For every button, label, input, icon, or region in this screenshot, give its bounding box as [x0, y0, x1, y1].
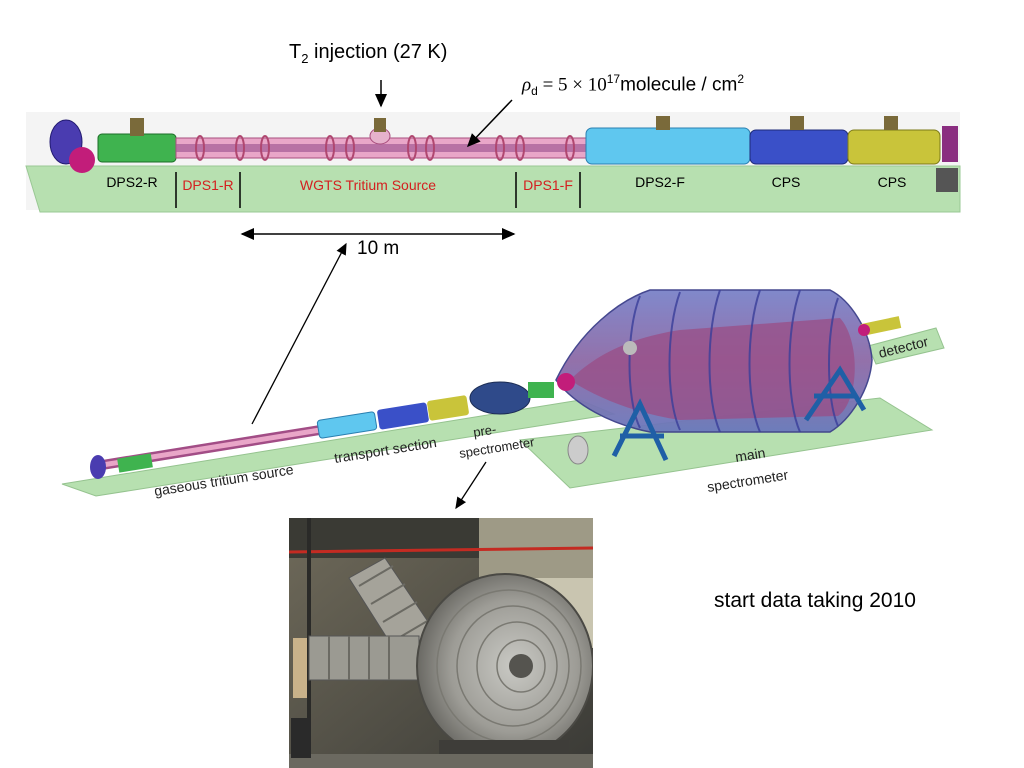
section-label: DPS2-R [106, 174, 157, 190]
tank-entrance-flange [557, 373, 575, 391]
pre-spectrometer-photo [289, 518, 593, 768]
detector-platform [867, 327, 945, 365]
transport-blue [377, 402, 429, 430]
section-label: DPS1-R [182, 177, 233, 193]
beamline-top: DPS2-R DPS1-R WGTS Tritium Source DPS1-F… [25, 112, 961, 213]
cps-blue-valve [790, 116, 804, 130]
start-data-taking-text: start data taking 2010 [714, 589, 916, 612]
pre-label-2: spectrometer [458, 434, 536, 461]
detector-flange [858, 324, 870, 336]
source-dps [117, 453, 153, 473]
section-label: CPS [772, 174, 801, 190]
tank-port [623, 341, 637, 355]
pre-spectrometer [469, 381, 531, 415]
cps-yellow-section [847, 129, 941, 165]
right-pump [936, 168, 958, 192]
density-formula: ρd = 5 × 1017molecule / cm2 [522, 72, 744, 99]
injection-valve [374, 118, 386, 132]
dps2-r-valve [130, 118, 144, 136]
source-end-pump [90, 455, 106, 479]
main-label-2: spectrometer [706, 466, 790, 495]
photo-drawing [289, 518, 593, 768]
section-label: CPS [878, 174, 907, 190]
left-flange [69, 147, 95, 173]
wgts-rings [195, 135, 575, 161]
dps2-f-valve [656, 116, 670, 130]
t2-injection-label: T2 injection (27 K) [289, 41, 448, 66]
beamline-platform [25, 165, 961, 213]
section-label: DPS1-F [523, 177, 573, 193]
density-arrow [466, 99, 513, 148]
section-label: WGTS Tritium Source [300, 177, 436, 193]
dps2-f-section [585, 127, 751, 165]
zoom-arrow [251, 242, 347, 425]
overview-drawing: gaseous tritium source transport section… [61, 289, 945, 499]
cps-blue-section [749, 129, 849, 165]
scale-label: 10 m [357, 238, 400, 259]
photo-arrow [455, 461, 487, 510]
section-label: DPS2-F [635, 174, 685, 190]
section-separators [175, 172, 581, 208]
main-spectrometer-inner [570, 318, 855, 420]
transport-yellow [427, 395, 469, 421]
wgts-core [176, 144, 586, 152]
tank-supports [611, 365, 867, 462]
cps-yellow-valve [884, 116, 898, 130]
dps2-r-section [97, 133, 177, 163]
main-label: main [734, 444, 766, 465]
right-flange [942, 126, 958, 162]
pre-label: pre- [472, 422, 497, 440]
transport-cyan [316, 411, 378, 439]
tank-pump [567, 435, 589, 465]
pre-valve [528, 382, 554, 398]
